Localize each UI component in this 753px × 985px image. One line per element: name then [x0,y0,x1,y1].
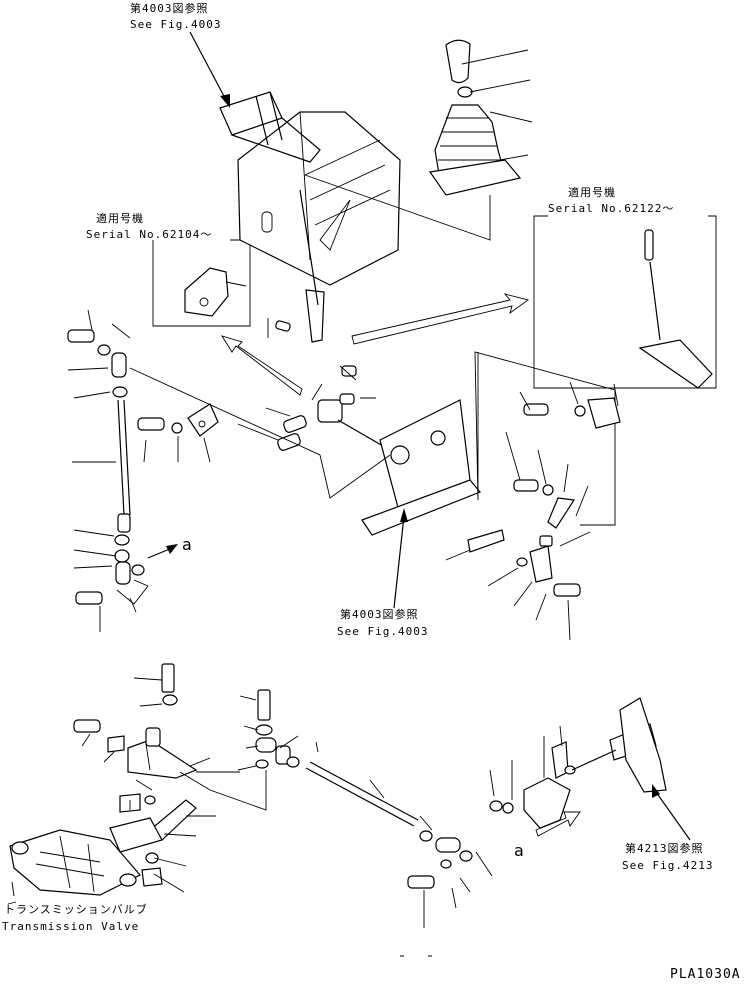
fig4003-mid-en: See Fig.4003 [337,625,428,638]
lever-guide-assembly [219,91,401,286]
serial-left-detail [184,267,247,317]
lower-rod-assembly [255,689,473,889]
fig4213-en: See Fig.4213 [622,859,713,872]
link-line-2 [474,351,616,526]
part-id: PLA1030A [670,967,741,982]
arrow-to-fig4003 [393,515,405,609]
serial-right-jp: 適用号機 [568,185,616,199]
serial-left-en: Serial No.62104～ [86,228,212,241]
serial-right-en: Serial No.62122～ [548,202,674,215]
serial-left-jp: 適用号機 [96,211,144,225]
serial-right-detail [638,229,713,389]
transmission-valve [7,829,141,905]
transmission-valve-jp: トランスミッションバルブ [4,902,148,916]
transmission-valve-en: Transmission Valve [2,920,139,933]
right-joint-assembly [467,397,621,597]
shift-knob-boot [428,39,522,196]
arrow-a-lower [535,811,581,837]
serial-right-frame [533,215,717,389]
fig4213-jp: 第4213図参照 [625,841,704,855]
lower-right-bracket [489,697,667,829]
arrow-to-serial-left [220,335,303,396]
lever-bracket [275,320,481,536]
marker-a-lower: a [514,841,524,860]
leader-lines-lower [81,677,563,928]
leader-group-left [116,579,149,605]
fig4003-top-en: See Fig.4003 [130,18,221,31]
arrow-to-fig4213 [655,791,691,841]
arrow-to-serial-right [351,293,530,345]
marker-a-upper: a [182,535,192,554]
lower-lever-assembly [73,663,198,887]
fig4003-top-jp: 第4003図参照 [130,1,209,15]
link-line-3 [304,174,491,241]
arrow-to-fig4003-top [189,31,227,101]
link-line-1 [129,367,391,499]
leader-lines-upper [67,49,619,641]
shift-lever-rod [299,189,319,306]
left-rod-assembly [67,329,219,605]
fig4003-mid-jp: 第4003図参照 [340,607,419,621]
